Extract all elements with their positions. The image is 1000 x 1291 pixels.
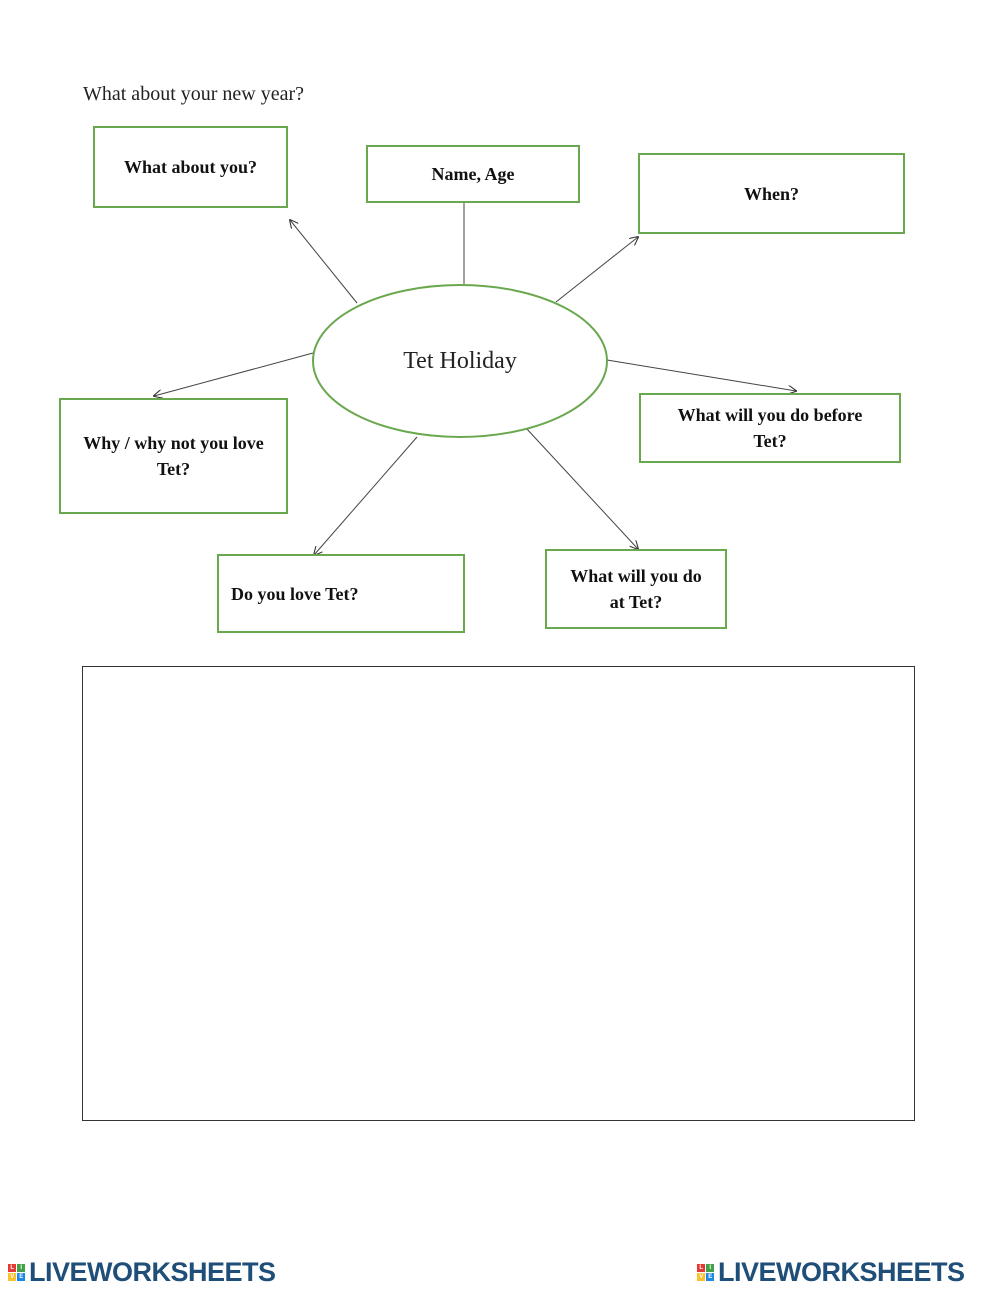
arrow-at-tet xyxy=(525,427,638,549)
node-why-love-tet-label: Why / why not you love Tet? xyxy=(83,433,264,479)
center-ellipse xyxy=(312,284,608,438)
arrow-love-tet xyxy=(314,436,418,555)
liveworksheets-logo-icon: L I V E xyxy=(697,1263,714,1281)
node-do-you-love-tet: Do you love Tet? xyxy=(217,554,465,633)
arrow-about-you xyxy=(290,220,358,304)
arrow-when xyxy=(555,237,638,303)
logo-letter-v: V xyxy=(8,1272,16,1281)
center-topic-label: Tet Holiday xyxy=(403,347,517,374)
arrow-why-love xyxy=(154,352,314,396)
node-when: When? xyxy=(638,153,905,234)
node-when-label: When? xyxy=(743,183,799,204)
node-before-tet-label: What will you do before Tet? xyxy=(677,405,863,451)
liveworksheets-brand-left: L I V E LIVEWORKSHEETS xyxy=(8,1256,276,1288)
node-what-about-you-label: What about you? xyxy=(123,157,258,177)
node-what-about-you: What about you? xyxy=(93,126,288,208)
logo-letter-e: E xyxy=(706,1272,714,1281)
logo-letter-v: V xyxy=(697,1272,705,1281)
answer-writing-area[interactable] xyxy=(82,666,915,1121)
logo-letter-l: L xyxy=(8,1263,16,1272)
node-at-tet-label: What will you do at Tet? xyxy=(570,566,702,612)
node-at-tet: What will you do at Tet? xyxy=(545,549,727,629)
logo-letter-i: I xyxy=(706,1263,714,1272)
liveworksheets-wordmark: LIVEWORKSHEETS xyxy=(718,1256,965,1287)
logo-letter-e: E xyxy=(17,1272,25,1281)
logo-letter-i: I xyxy=(17,1263,25,1272)
node-before-tet: What will you do before Tet? xyxy=(639,393,901,463)
node-name-age-label: Name, Age xyxy=(431,164,515,184)
liveworksheets-brand-right: L I V E LIVEWORKSHEETS xyxy=(697,1256,965,1288)
worksheet-prompt: What about your new year? xyxy=(83,83,305,105)
node-why-love-tet: Why / why not you love Tet? xyxy=(59,398,288,514)
arrow-before-tet xyxy=(606,359,796,391)
liveworksheets-wordmark: LIVEWORKSHEETS xyxy=(29,1256,276,1287)
logo-letter-l: L xyxy=(697,1263,705,1272)
liveworksheets-logo-icon: L I V E xyxy=(8,1263,25,1281)
node-name-age: Name, Age xyxy=(366,145,580,203)
node-do-you-love-tet-label: Do you love Tet? xyxy=(231,583,359,604)
